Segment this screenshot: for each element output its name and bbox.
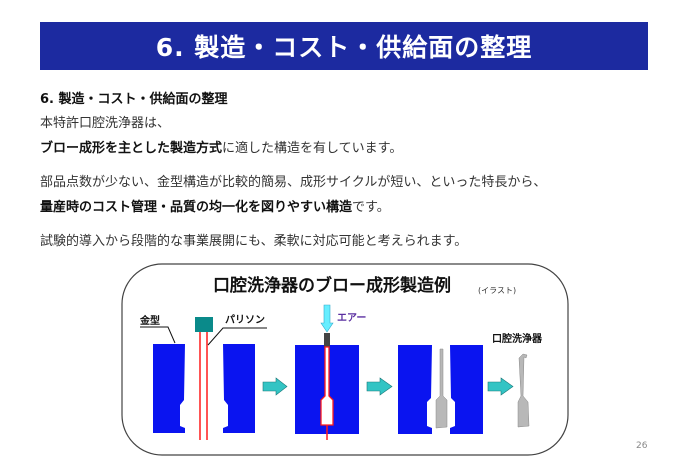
body-line-3: 部品点数が少ない、金型構造が比較的簡易、成形サイクルが短い、といった特長から、 (40, 175, 547, 190)
body-line-4: 量産時のコスト管理・品質の均一化を図りやすい構造です。 (40, 196, 390, 215)
mold-left-half-open (398, 345, 432, 434)
figure-title: 口腔洗浄器のブロー成形製造例 (213, 275, 451, 296)
air-label: エアー (337, 312, 366, 324)
mold-right-half (223, 344, 255, 433)
mold-left-half (153, 344, 185, 433)
arrow-right-icon (487, 377, 514, 396)
bold-text: 量産時のコスト管理・品質の均一化を図りやすい構造 (40, 200, 353, 215)
arrow-right-icon (262, 377, 288, 396)
blow-nozzle (324, 333, 330, 347)
mold-label: 金型 (139, 314, 160, 327)
slide-title: 6. 製造・コスト・供給面の整理 (155, 33, 533, 62)
section-heading: 6. 製造・コスト・供給面の整理 (40, 92, 228, 107)
parison-label: パリソン (225, 314, 265, 326)
product-label: 口腔洗浄器 (492, 332, 543, 345)
body-line-1: 本特許口腔洗浄器は、 (40, 116, 171, 131)
page-number: 26 (636, 441, 648, 451)
mold-right-half-open (450, 345, 483, 434)
illustration-frame (121, 263, 569, 456)
oral-cleaner-product (517, 353, 530, 428)
body-line-2: ブロー成形を主とした製造方式に適した構造を有しています。 (40, 137, 402, 156)
body-line-5: 試験的導入から段階的な事業展開にも、柔軟に対応可能と考えられます。 (40, 234, 468, 249)
mold-leader-line (140, 326, 176, 344)
text: に適した構造を有しています。 (222, 141, 403, 156)
parison-leader-line (207, 327, 267, 346)
text: です。 (352, 200, 390, 215)
figure-subtitle: (イラスト) (478, 286, 516, 295)
blown-parison (320, 346, 334, 426)
air-arrow-down-icon (320, 304, 334, 333)
arrow-right-icon (366, 377, 393, 396)
bold-text: ブロー成形を主とした製造方式 (40, 141, 223, 156)
extruder-head (195, 317, 213, 332)
slide-title-banner: 6. 製造・コスト・供給面の整理 (40, 22, 648, 70)
molded-product (435, 348, 448, 429)
